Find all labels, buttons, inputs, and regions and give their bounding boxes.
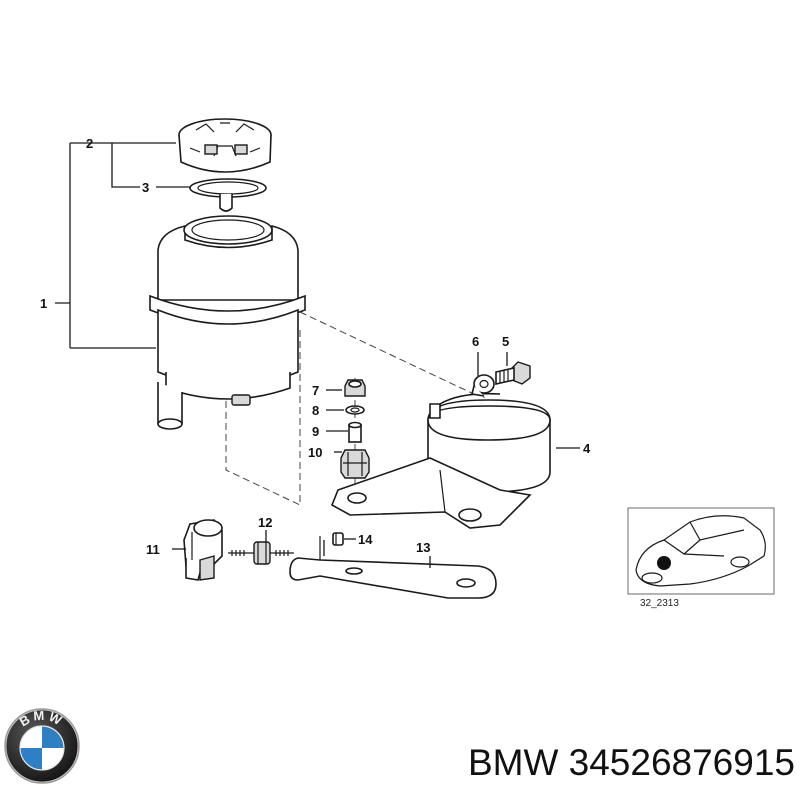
reference-thumbnail: 32_2313 <box>627 507 775 609</box>
location-marker <box>657 556 671 570</box>
callout-9: 9 <box>312 424 319 439</box>
dash-line-reservoir-fasteners <box>225 330 301 506</box>
callout-2: 2 <box>86 136 93 151</box>
callout-3: 3 <box>142 180 149 195</box>
callout-6: 6 <box>472 334 479 349</box>
callout-1: 1 <box>40 296 47 311</box>
bmw-logo: BMW <box>4 708 80 784</box>
reservoir-cap <box>178 118 272 173</box>
mounting-bracket <box>330 392 551 529</box>
callout-10: 10 <box>308 445 322 460</box>
callout-11: 11 <box>146 542 160 557</box>
callout-12: 12 <box>258 515 272 530</box>
callout-4: 4 <box>583 441 591 456</box>
car-outline <box>635 515 766 587</box>
leader-bracket-1 <box>55 142 176 349</box>
svg-text:BMW: BMW <box>17 708 67 730</box>
washer <box>471 374 495 397</box>
leader-13 <box>323 540 431 568</box>
support-strap <box>289 536 497 599</box>
callout-13: 13 <box>416 540 430 555</box>
part-number-label: BMW 34526876915 <box>467 742 795 783</box>
callout-7: 7 <box>312 383 319 398</box>
small-nut <box>332 532 344 546</box>
reference-code: 32_2313 <box>640 598 679 609</box>
callout-8: 8 <box>312 403 319 418</box>
reservoir-body <box>149 215 306 430</box>
callout-5: 5 <box>502 334 509 349</box>
bolt <box>495 361 531 385</box>
seal-ring <box>189 178 267 212</box>
callout-14: 14 <box>358 532 373 547</box>
leader-bracket-2-3 <box>111 143 190 188</box>
dash-line-reservoir-bracket <box>299 311 479 397</box>
rubber-mount <box>228 541 294 565</box>
hose-clamp <box>183 519 223 581</box>
